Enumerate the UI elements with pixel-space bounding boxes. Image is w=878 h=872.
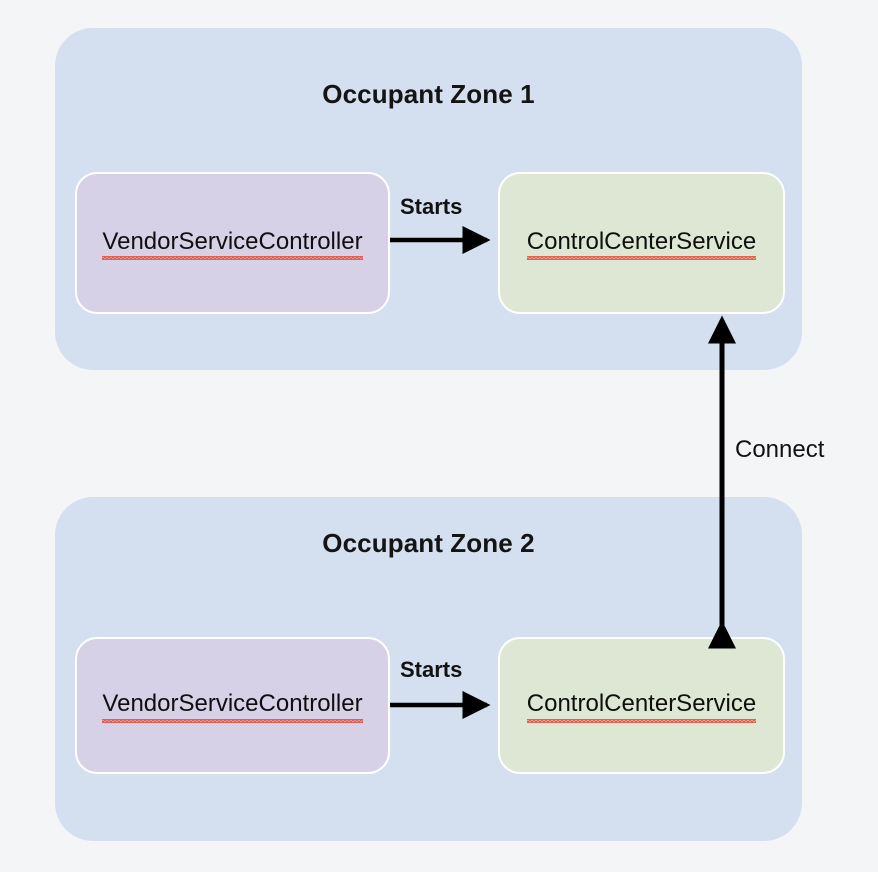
node-label: ControlCenterService: [526, 690, 757, 724]
node-label: VendorServiceController: [102, 228, 363, 261]
edge-label-starts-zone-2: Starts: [400, 657, 463, 682]
node-label: VendorServiceController: [102, 690, 363, 724]
node-vendor-service-controller-zone-2[interactable]: VendorServiceController: [75, 637, 390, 774]
node-label: ControlCenterService: [526, 228, 757, 261]
node-vendor-service-controller-zone-1[interactable]: VendorServiceController: [75, 172, 390, 314]
edge-label-connect: Connect: [735, 436, 825, 463]
zone-title-1: Occupant Zone 1: [322, 79, 535, 109]
edge-label-starts-zone-1: Starts: [400, 194, 463, 219]
zone-title-2: Occupant Zone 2: [322, 528, 535, 558]
node-control-center-service-zone-1[interactable]: ControlCenterService: [498, 172, 785, 314]
node-control-center-service-zone-2[interactable]: ControlCenterService: [498, 637, 785, 774]
